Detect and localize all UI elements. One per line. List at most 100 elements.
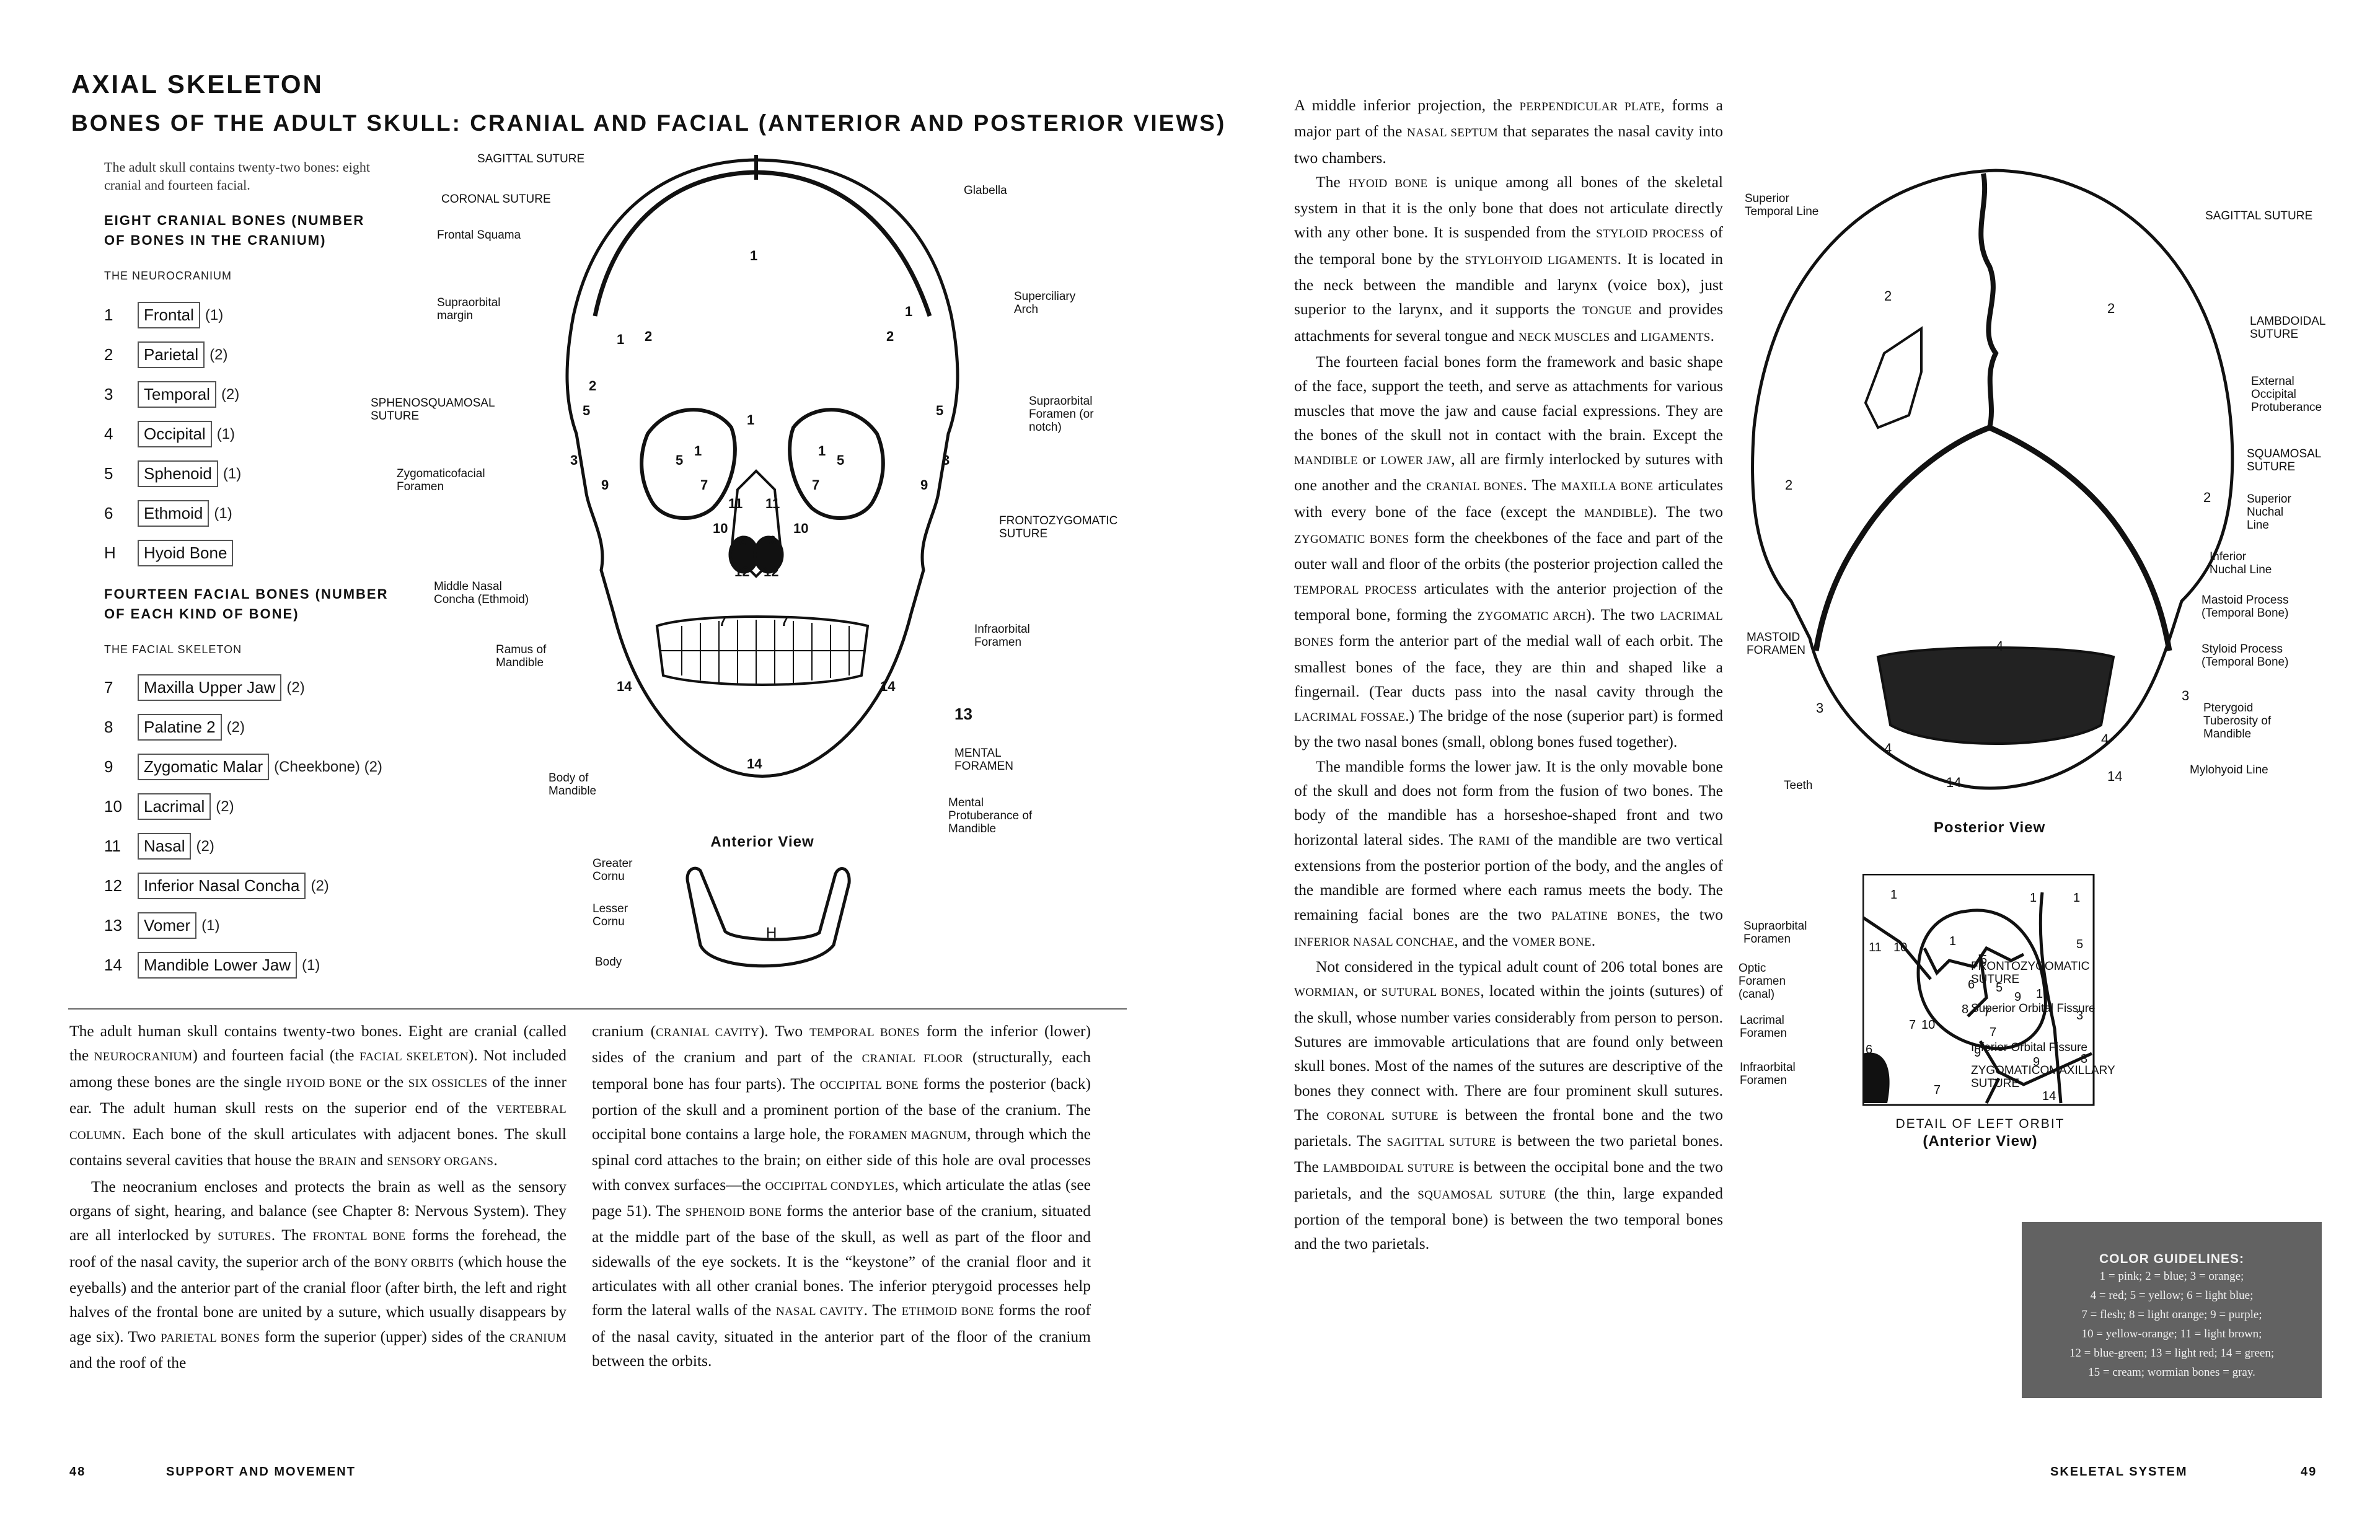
facial-heading: FOURTEEN FACIAL BONES (NUMBER OF EACH KI… xyxy=(104,586,389,622)
svg-text:3: 3 xyxy=(2076,1009,2083,1023)
svg-text:1: 1 xyxy=(818,443,826,459)
orbit-caption-line1: DETAIL OF LEFT ORBIT xyxy=(1895,1117,2065,1131)
svg-text:9: 9 xyxy=(2033,1055,2040,1069)
label-teeth: Teeth xyxy=(1784,779,1813,792)
right-page-number: 49 xyxy=(2301,1465,2317,1479)
label-hyoid-body: Body xyxy=(595,956,622,969)
page-title: BONES OF THE ADULT SKULL: CRANIAL AND FA… xyxy=(71,110,1227,136)
svg-text:4: 4 xyxy=(1884,741,1892,756)
color-guidelines-line: 1 = pink; 2 = blue; 3 = orange; xyxy=(2099,1270,2244,1283)
svg-text:6: 6 xyxy=(739,533,746,548)
legend-item-maxilla: 7 Maxilla Upper Jaw (2) xyxy=(104,674,305,701)
label-orbit-infraorbital-foramen: Infraorbital Foramen xyxy=(1740,1061,1796,1087)
body-column-2: cranium (CRANIAL CAVITY). Two TEMPORAL B… xyxy=(592,1019,1091,1373)
label-superior-nuchal-line: Superior Nuchal Line xyxy=(2247,493,2291,532)
svg-text:1: 1 xyxy=(2073,891,2080,905)
svg-text:2: 2 xyxy=(2107,301,2115,316)
divider-rule xyxy=(68,1008,1127,1010)
svg-text:14: 14 xyxy=(2107,768,2122,784)
svg-text:3: 3 xyxy=(2081,1052,2087,1066)
color-guidelines-line: 10 = yellow-orange; 11 = light brown; xyxy=(2081,1327,2262,1340)
body-column-1: The adult human skull contains twenty-tw… xyxy=(69,1019,566,1375)
legend-item-inferior-nasal-concha: 12 Inferior Nasal Concha (2) xyxy=(104,873,329,899)
color-guidelines-line: 4 = red; 5 = yellow; 6 = light blue; xyxy=(2090,1289,2254,1302)
svg-text:10: 10 xyxy=(713,521,728,536)
paragraph: The neocranium encloses and protects the… xyxy=(69,1177,566,1371)
legend-intro: The adult skull contains twenty-two bone… xyxy=(104,159,370,193)
label-glabella: Glabella xyxy=(964,184,1007,197)
label-lambdoidal-suture: LAMBDOIDAL SUTURE xyxy=(2250,315,2325,341)
bone-name-box: Temporal xyxy=(138,381,216,408)
svg-text:2: 2 xyxy=(645,328,652,344)
label-greater-cornu: Greater Cornu xyxy=(593,857,633,883)
svg-text:5: 5 xyxy=(2076,938,2083,951)
label-13: 13 xyxy=(954,705,972,723)
neurocranium-subheading: THE NEUROCRANIUM xyxy=(104,270,232,282)
svg-text:5: 5 xyxy=(583,403,590,418)
label-inferior-nuchal-line: Inferior Nuchal Line xyxy=(2210,550,2272,576)
label-external-occipital-protuberance: External Occipital Protuberance xyxy=(2251,375,2322,414)
label-orbit-frontozygomatic-suture: FRONTOZYGOMATIC SUTURE xyxy=(1971,960,2090,986)
bone-name-box: Sphenoid xyxy=(138,460,218,487)
svg-text:1: 1 xyxy=(2030,891,2037,905)
svg-text:7: 7 xyxy=(700,477,708,493)
bone-name-box: Mandible Lower Jaw xyxy=(138,952,298,979)
label-middle-nasal-concha: Middle Nasal Concha (Ethmoid) xyxy=(434,580,529,606)
bone-name-box: Vomer xyxy=(138,912,197,939)
bone-name-box: Occipital xyxy=(138,421,212,447)
bone-name-box: Inferior Nasal Concha xyxy=(138,873,306,899)
svg-text:3: 3 xyxy=(942,452,950,468)
paragraph: The HYOID BONE is unique among all bones… xyxy=(1294,172,1723,345)
svg-text:7: 7 xyxy=(1983,1006,1990,1019)
svg-text:6: 6 xyxy=(769,533,776,548)
label-infraorbital-foramen: Infraorbital Foramen xyxy=(974,623,1030,649)
svg-text:1: 1 xyxy=(1890,888,1897,902)
svg-text:4: 4 xyxy=(2101,731,2109,747)
label-squamosal-suture: SQUAMOSAL SUTURE xyxy=(2247,447,2321,473)
svg-text:3: 3 xyxy=(1816,700,1823,716)
label-sphenosquamosal-suture: SPHENOSQUAMOSAL SUTURE xyxy=(371,397,495,423)
label-optic-foramen: Optic Foramen (canal) xyxy=(1739,962,1786,1001)
legend-item-sphenoid: 5 Sphenoid (1) xyxy=(104,460,241,487)
label-frontozygomatic-suture: FRONTOZYGOMATIC SUTURE xyxy=(999,514,1118,540)
svg-text:10: 10 xyxy=(1921,1018,1935,1032)
svg-text:2: 2 xyxy=(886,328,894,344)
body-column-3: A middle inferior projection, the PERPEN… xyxy=(1294,93,1723,1256)
svg-text:10: 10 xyxy=(1893,941,1907,954)
paragraph: The mandible forms the lower jaw. It is … xyxy=(1294,757,1723,949)
label-lesser-cornu: Lesser Cornu xyxy=(593,902,628,928)
svg-text:1: 1 xyxy=(617,332,624,347)
svg-text:9: 9 xyxy=(601,477,609,493)
color-guidelines-box: COLOR GUIDELINES: 1 = pink; 2 = blue; 3 … xyxy=(2022,1222,2322,1398)
orbit-caption-line2: (Anterior View) xyxy=(1923,1133,2038,1150)
bone-name-box: Maxilla Upper Jaw xyxy=(138,674,282,701)
svg-text:10: 10 xyxy=(793,521,808,536)
bone-name-box: Lacrimal xyxy=(138,793,211,820)
right-running-head: SKELETAL SYSTEM xyxy=(2050,1465,2188,1479)
label-mental-protuberance: Mental Protuberance of Mandible xyxy=(948,796,1033,835)
svg-text:14: 14 xyxy=(617,679,632,694)
label-zygomaticomaxillary-suture: ZYGOMATICOMAXILLARY SUTURE xyxy=(1971,1064,2115,1090)
svg-text:5: 5 xyxy=(936,403,943,418)
bone-name-box: Palatine 2 xyxy=(138,714,222,741)
legend-item-ethmoid: 6 Ethmoid (1) xyxy=(104,500,232,527)
svg-text:9: 9 xyxy=(1974,1046,1981,1060)
svg-text:14: 14 xyxy=(747,756,762,772)
label-inferior-orbital-fissure: Inferior Orbital Fissure xyxy=(1971,1041,2087,1054)
bone-name-box: Ethmoid xyxy=(138,500,209,527)
svg-text:1: 1 xyxy=(1949,935,1956,948)
color-guidelines-line: 15 = cream; wormian bones = gray. xyxy=(2088,1366,2255,1379)
label-body-of-mandible: Body of Mandible xyxy=(549,772,597,798)
svg-text:2: 2 xyxy=(2203,490,2211,505)
hyoid-bone-illustration: H xyxy=(685,866,851,968)
posterior-view-caption: Posterior View xyxy=(1933,819,2046,836)
color-guidelines-line: 7 = flesh; 8 = light orange; 9 = purple; xyxy=(2081,1308,2262,1321)
svg-text:11: 11 xyxy=(765,496,780,511)
legend-item-occipital: 4 Occipital (1) xyxy=(104,421,235,447)
label-coronal-suture: CORONAL SUTURE xyxy=(441,193,551,206)
svg-text:1: 1 xyxy=(750,248,757,263)
paragraph: cranium (CRANIAL CAVITY). Two TEMPORAL B… xyxy=(592,1022,1091,1370)
